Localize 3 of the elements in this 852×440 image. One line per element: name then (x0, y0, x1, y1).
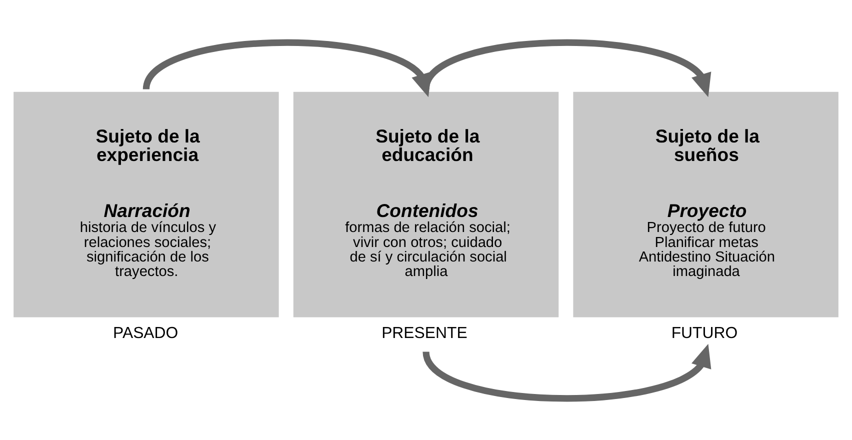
node-label: PRESENTE (382, 324, 468, 342)
node-label: PASADO (113, 324, 178, 342)
node-label: FUTURO (671, 324, 738, 342)
